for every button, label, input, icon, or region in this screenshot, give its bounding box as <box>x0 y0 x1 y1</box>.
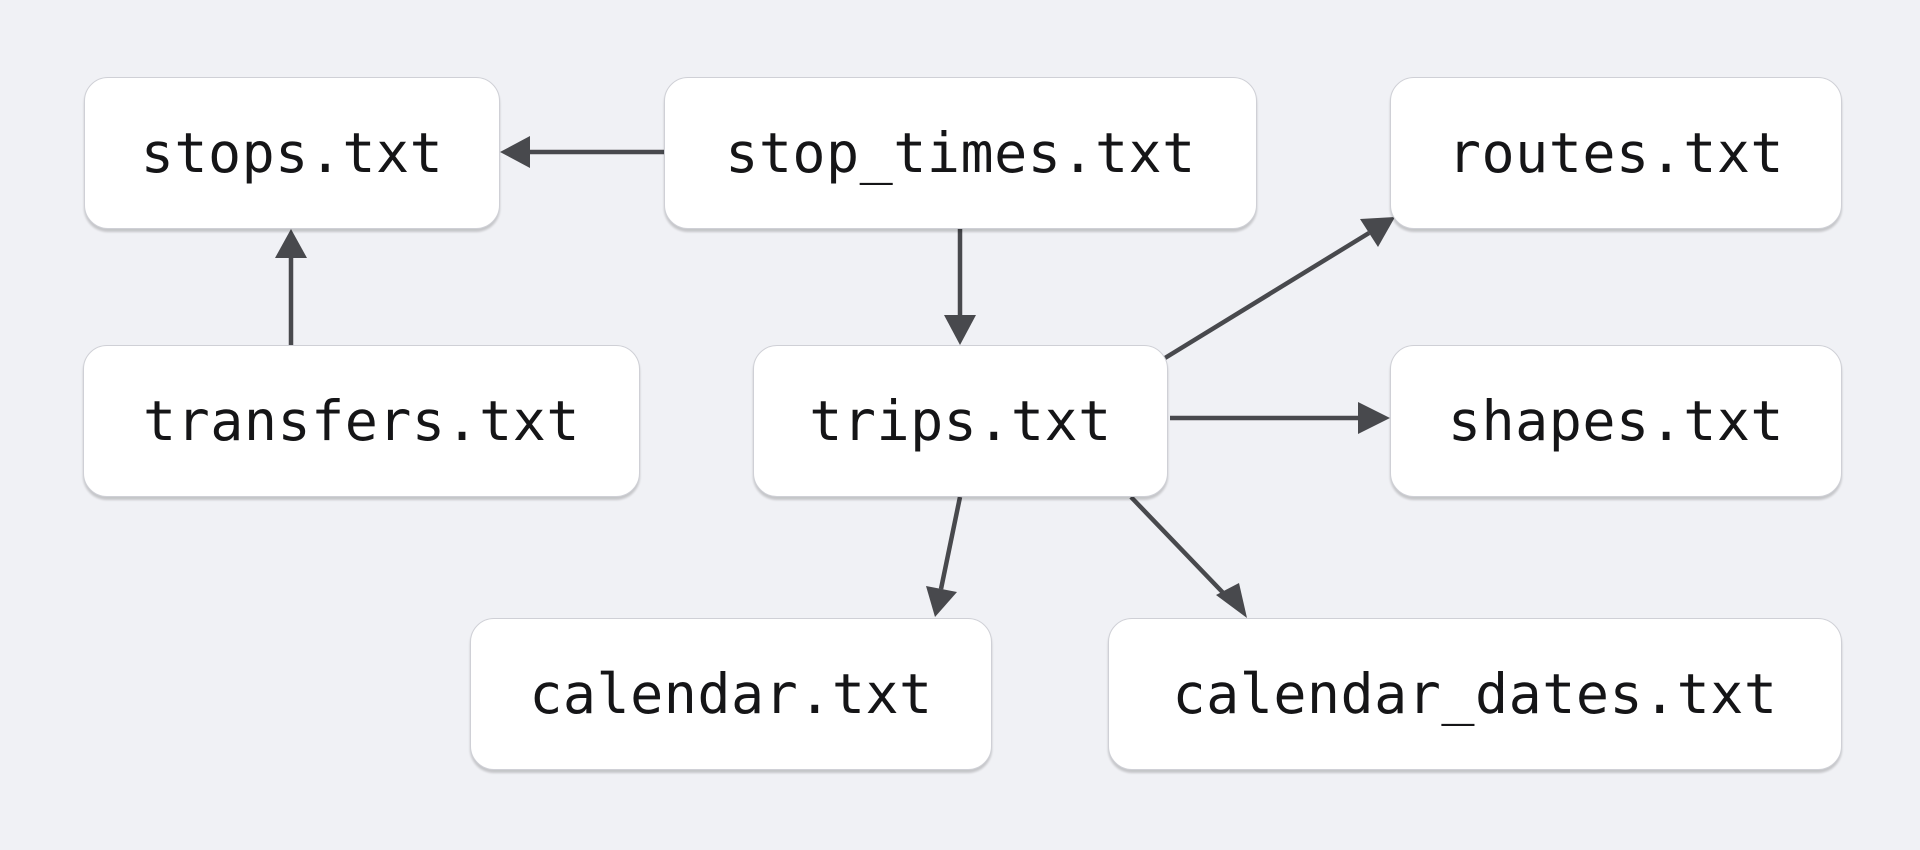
arrowhead-stops-from-transfers <box>275 229 307 258</box>
node-label: calendar_dates.txt <box>1172 662 1778 726</box>
node-label: stops.txt <box>140 121 444 185</box>
node-calendar-dates: calendar_dates.txt <box>1108 618 1842 770</box>
node-shapes: shapes.txt <box>1390 345 1842 497</box>
edge-trips-to-routes <box>1163 231 1371 360</box>
node-stops: stops.txt <box>84 77 500 229</box>
node-label: trips.txt <box>809 389 1112 453</box>
node-label: transfers.txt <box>143 389 580 453</box>
node-trips: trips.txt <box>753 345 1168 497</box>
arrowhead-stops-from-stop-times <box>500 136 530 168</box>
node-calendar: calendar.txt <box>470 618 992 770</box>
node-stop-times: stop_times.txt <box>664 77 1257 229</box>
arrowhead-shapes <box>1358 402 1390 434</box>
node-label: calendar.txt <box>529 662 933 726</box>
node-routes: routes.txt <box>1390 77 1842 229</box>
node-label: shapes.txt <box>1447 389 1785 453</box>
arrowhead-calendar-dates <box>1216 583 1247 618</box>
node-transfers: transfers.txt <box>83 345 640 497</box>
arrowhead-routes <box>1360 217 1395 247</box>
node-label: stop_times.txt <box>725 121 1196 185</box>
edge-trips-to-calendar <box>938 496 963 590</box>
edge-trips-to-calendar-dates <box>1129 495 1232 602</box>
arrowhead-calendar <box>926 586 957 617</box>
arrowhead-trips-from-stop-times <box>944 315 976 345</box>
node-label: routes.txt <box>1447 121 1785 185</box>
